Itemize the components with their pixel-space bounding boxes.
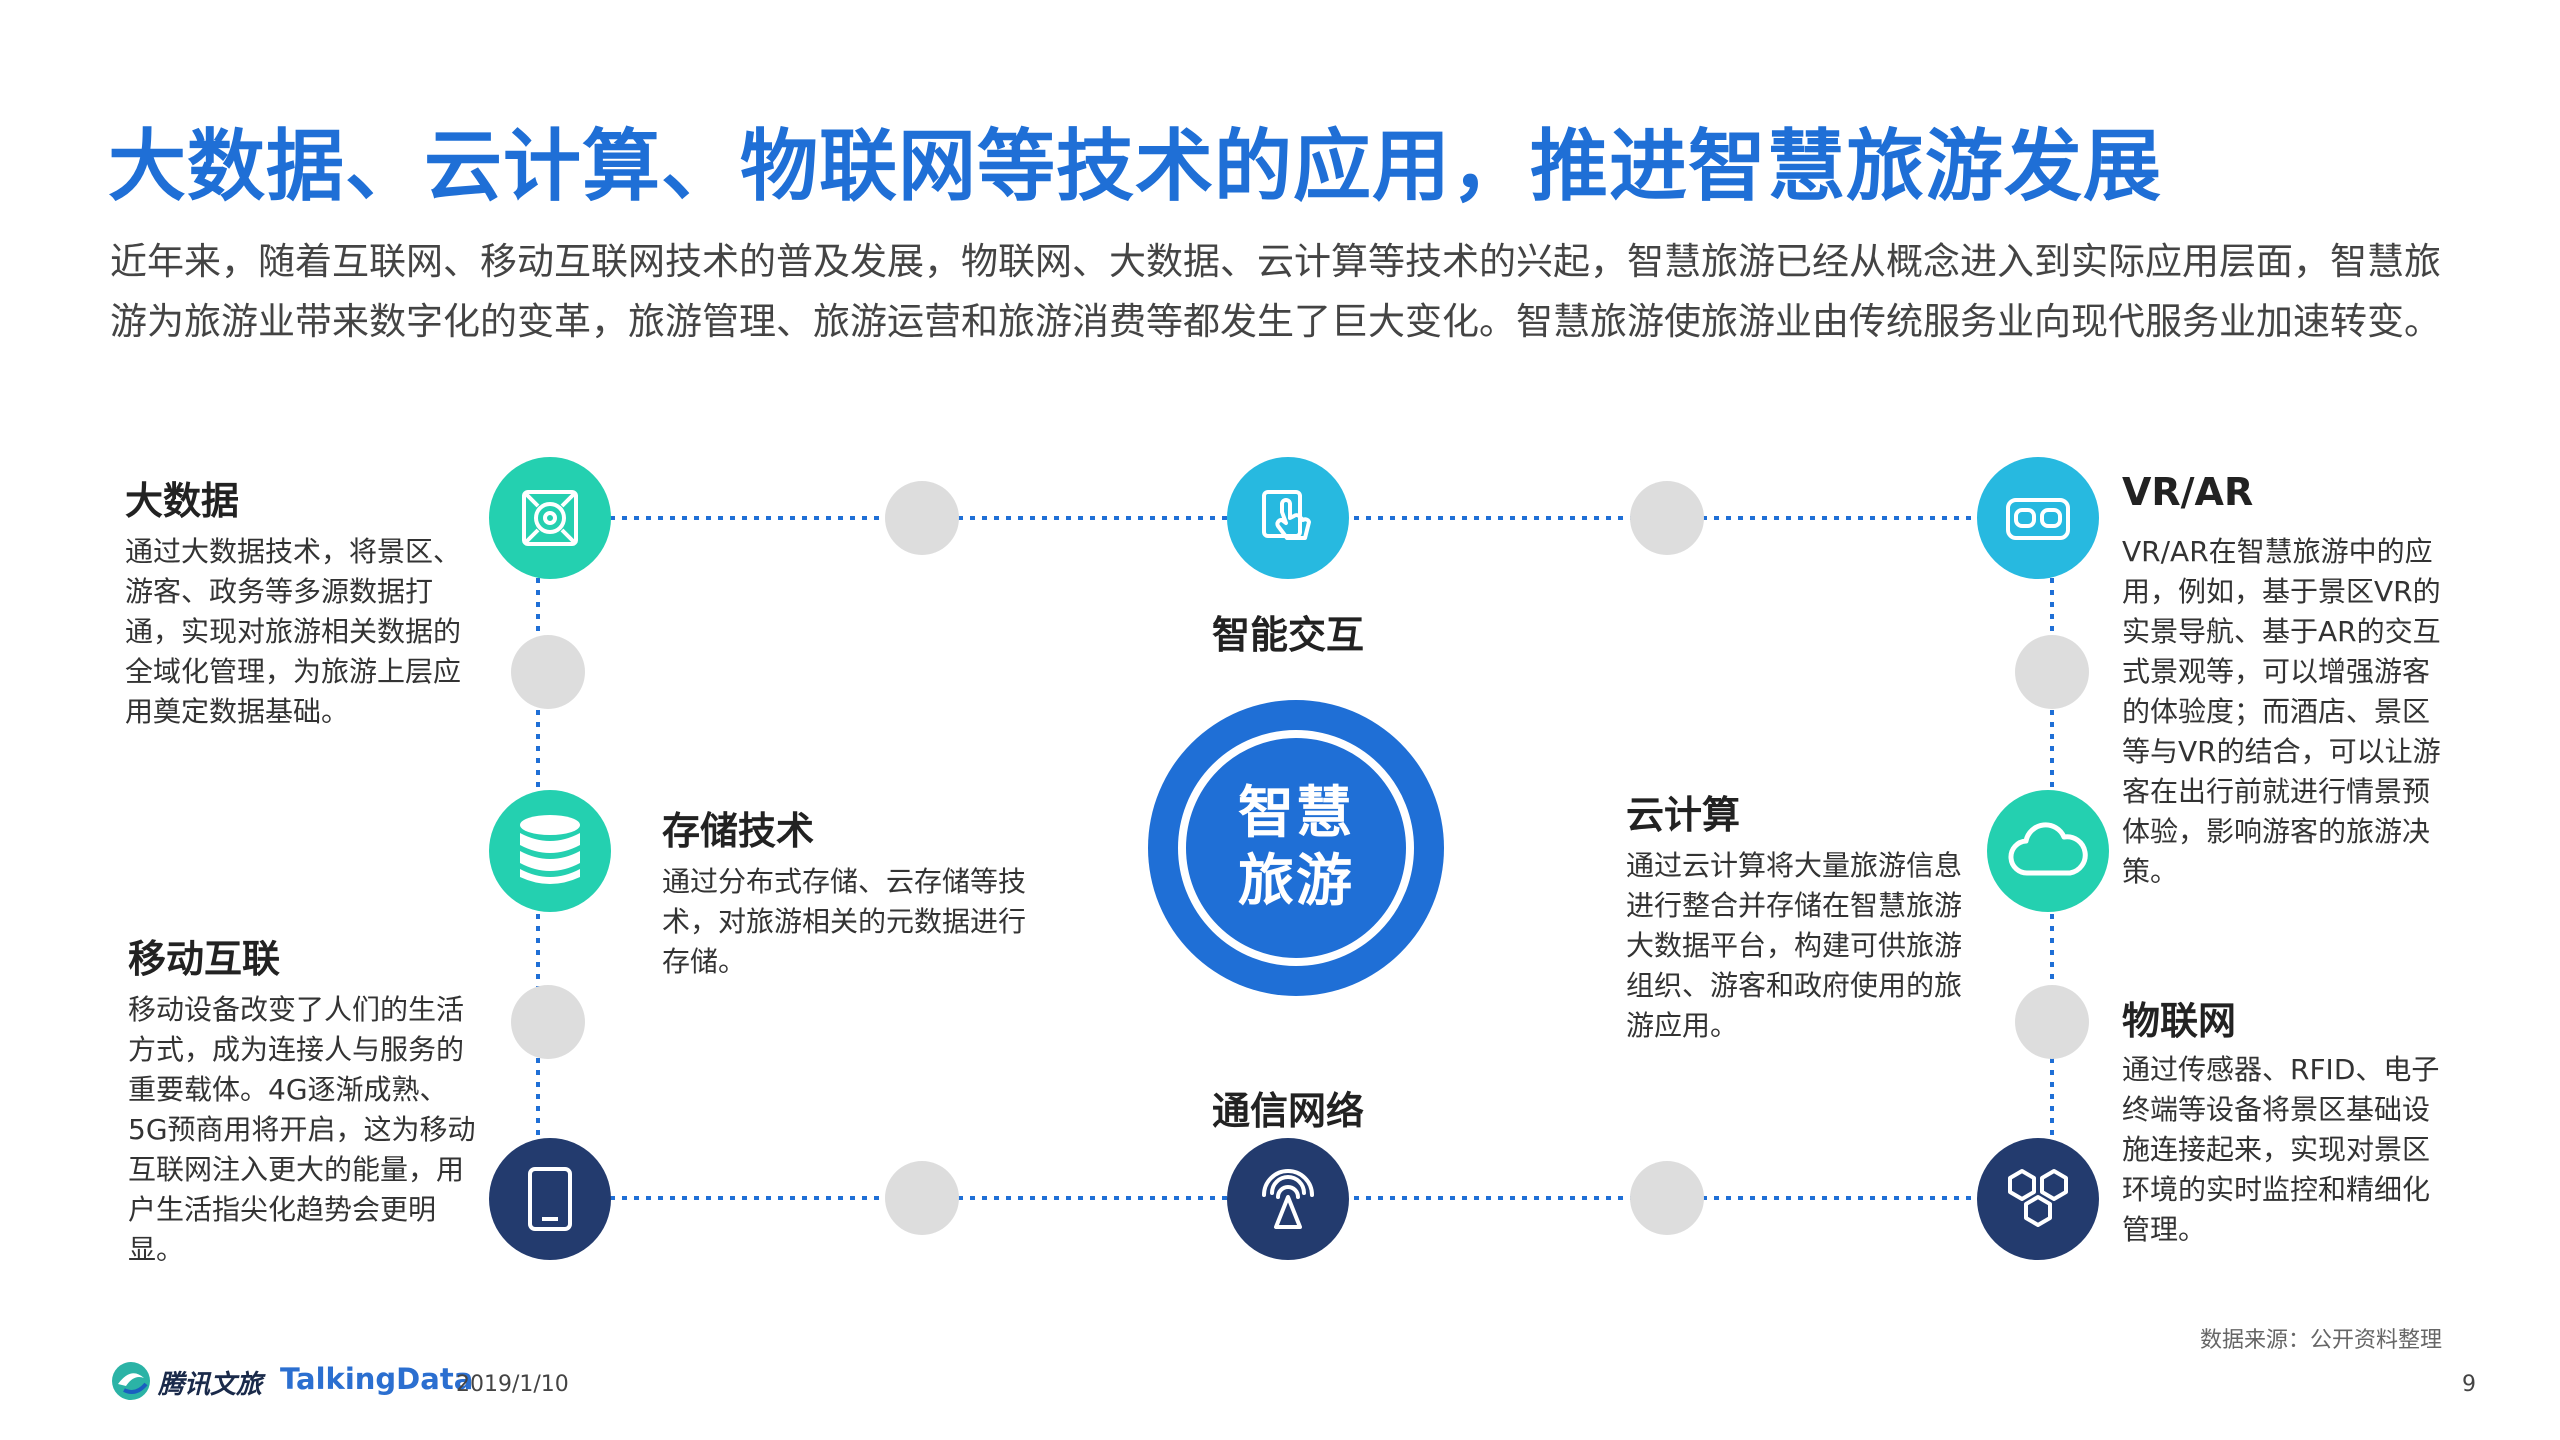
intro-paragraph: 近年来，随着互联网、移动互联网技术的普及发展，物联网、大数据、云计算等技术的兴起… [110, 240, 2441, 343]
page-number: 9 [2462, 1372, 2476, 1397]
interaction-node [1227, 457, 1349, 579]
vr-goggles-icon [2006, 498, 2070, 540]
network-node [1227, 1138, 1349, 1260]
cloud-node [1987, 790, 2109, 912]
mobile-desc: 移动设备改变了人们的生活方式，成为连接人与服务的重要载体。4G逐渐成熟、5G预商… [128, 993, 476, 1266]
hexagon-network-icon [2008, 1169, 2068, 1227]
storage-title: 存储技术 [662, 809, 815, 853]
connector-node [885, 1161, 959, 1235]
interaction-title: 智能交互 [1211, 613, 1364, 657]
iot-title: 物联网 [2122, 999, 2237, 1043]
vrar-desc: VR/AR在智慧旅游中的应用，例如，基于景区VR的实景导航、基于AR的交互式景观… [2122, 535, 2441, 888]
storage-node [489, 790, 611, 912]
connector-node [1630, 1161, 1704, 1235]
tablet-icon [528, 1167, 572, 1231]
data-frame-icon [522, 490, 578, 546]
mobile-node [489, 1138, 611, 1260]
hub-label: 智慧旅游 [1238, 781, 1354, 914]
storage-desc: 通过分布式存储、云存储等技术，对旅游相关的元数据进行存储。 [662, 865, 1027, 978]
hub-ring: 智慧旅游 [1178, 730, 1414, 966]
cloud-desc: 通过云计算将大量旅游信息进行整合并存储在智慧旅游大数据平台，构建可供旅游组织、游… [1626, 849, 1963, 1042]
vrar-node [1977, 457, 2099, 579]
footer-date: 2019/1/10 [456, 1372, 569, 1397]
tencent-logo-icon [112, 1362, 150, 1400]
iot-node [1977, 1138, 2099, 1260]
database-icon [520, 815, 580, 884]
data-source: 数据来源：公开资料整理 [2200, 1328, 2443, 1353]
connector-node [885, 481, 959, 555]
cloud-title: 云计算 [1626, 793, 1741, 837]
bigdata-desc: 通过大数据技术，将景区、游客、政务等多源数据打通，实现对旅游相关数据的全域化管理… [125, 535, 462, 728]
brand-tencent: 腾讯文旅 [158, 1370, 263, 1400]
connector-node [1630, 481, 1704, 555]
bigdata-node [489, 457, 611, 579]
network-title: 通信网络 [1211, 1089, 1364, 1133]
vrar-title: VR/AR [2122, 470, 2254, 514]
iot-desc: 通过传感器、RFID、电子终端等设备将景区基础设施连接起来，实现对景区环境的实时… [2122, 1053, 2440, 1246]
brand-talkingdata: TalkingData [280, 1362, 474, 1396]
connector-node [511, 985, 585, 1059]
mobile-title: 移动互联 [128, 937, 281, 981]
connector-node [2015, 985, 2089, 1059]
antenna-icon [1262, 1169, 1314, 1229]
bigdata-title: 大数据 [125, 479, 240, 523]
hub-circle: 智慧旅游 [1148, 700, 1444, 996]
page-title: 大数据、云计算、物联网等技术的应用，推进智慧旅游发展 [108, 122, 2163, 212]
connector-node [2015, 635, 2089, 709]
touch-hand-icon [1262, 490, 1311, 540]
cloud-icon [2008, 822, 2088, 876]
connector-node [511, 635, 585, 709]
